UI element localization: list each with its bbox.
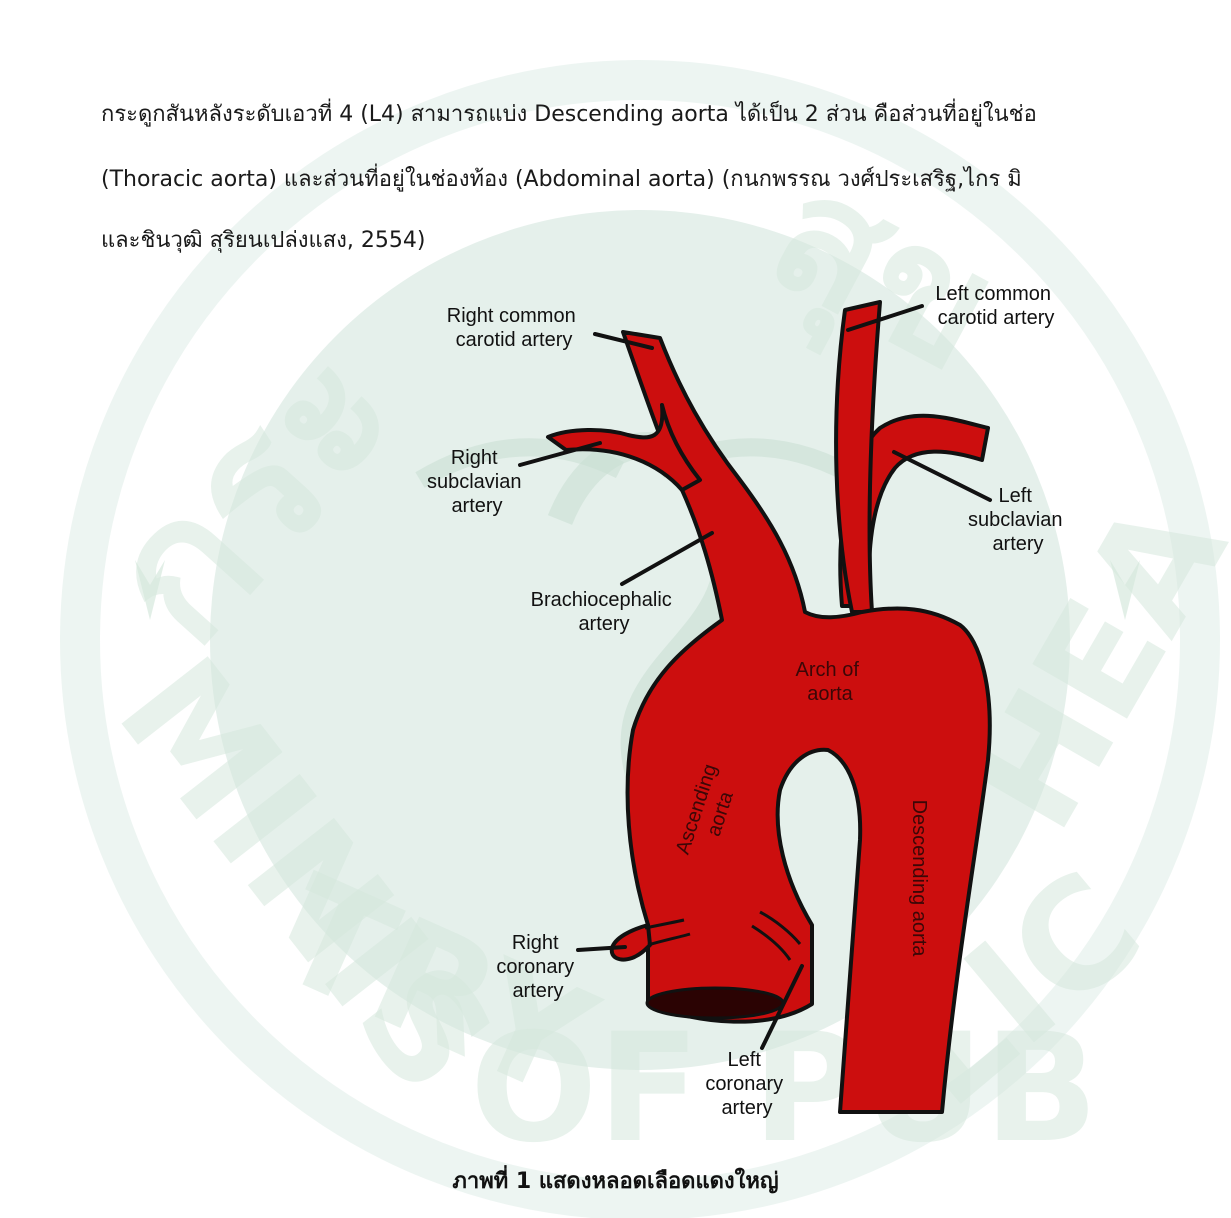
label-left-coronary: Left coronary artery [705,1049,788,1119]
figure-caption: ภาพที่ 1 แสดงหลอดเลือดแดงใหญ่ [0,1163,1231,1198]
aortic-root-opening [647,988,783,1018]
label-right-coronary: Right coronary artery [496,932,579,1002]
label-descending-aorta: Descending aorta [908,800,930,958]
right-coronary-artery-shape [612,925,650,960]
label-brachiocephalic: Brachiocephalic artery [531,589,678,635]
label-right-subclavian: Right subclavian artery [427,447,527,517]
label-left-common-carotid: Left common carotid artery [935,283,1056,329]
label-right-common-carotid: Right common carotid artery [447,305,582,351]
